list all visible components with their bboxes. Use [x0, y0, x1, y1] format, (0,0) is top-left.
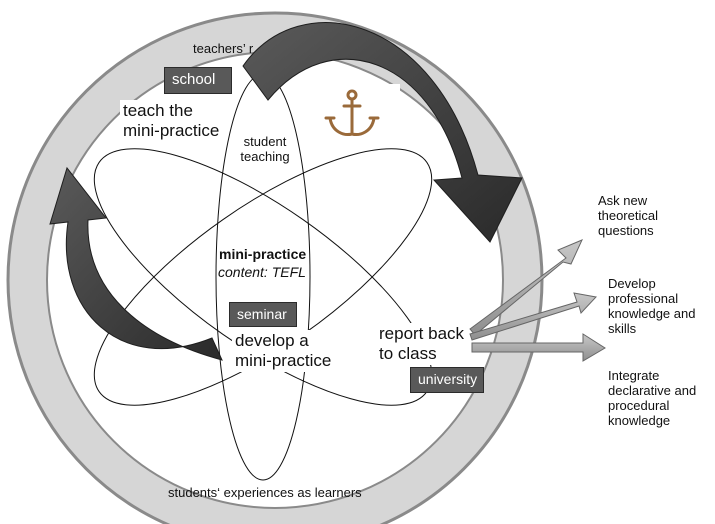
ring-label-bottom: students‘ experiences as learners	[168, 485, 362, 500]
center-content: content: TEFL	[218, 264, 306, 280]
inner-circle	[46, 51, 504, 509]
outcome-arrow-3	[471, 333, 606, 362]
step-teach: teach the mini-practice	[120, 100, 223, 142]
outcome-text-1: Ask new theoretical questions	[598, 193, 658, 238]
seminar-tag: seminar	[229, 302, 297, 327]
anchor-box	[302, 84, 400, 142]
outcome-text-2: Develop professional knowledge and skill…	[608, 276, 696, 336]
anchor-icon	[324, 89, 380, 136]
step-report: report back to class	[376, 323, 468, 365]
university-tag: university	[410, 367, 484, 393]
outcome-text-3: Integrate declarative and procedural kno…	[608, 368, 697, 428]
cycle-arrow-left	[49, 166, 223, 361]
center-mini-practice: mini-practice	[219, 246, 306, 262]
outcome-arrow-1	[469, 239, 583, 336]
outcome-arrows	[469, 239, 606, 362]
center-student-teaching: student teaching	[240, 134, 290, 164]
outcome-arrow-2	[469, 292, 597, 341]
cycle-arrow-top	[242, 22, 523, 243]
ring-label-top: teachers’ r	[193, 41, 254, 56]
step-develop: develop a mini-practice	[232, 330, 335, 372]
school-tag: school	[164, 67, 232, 94]
